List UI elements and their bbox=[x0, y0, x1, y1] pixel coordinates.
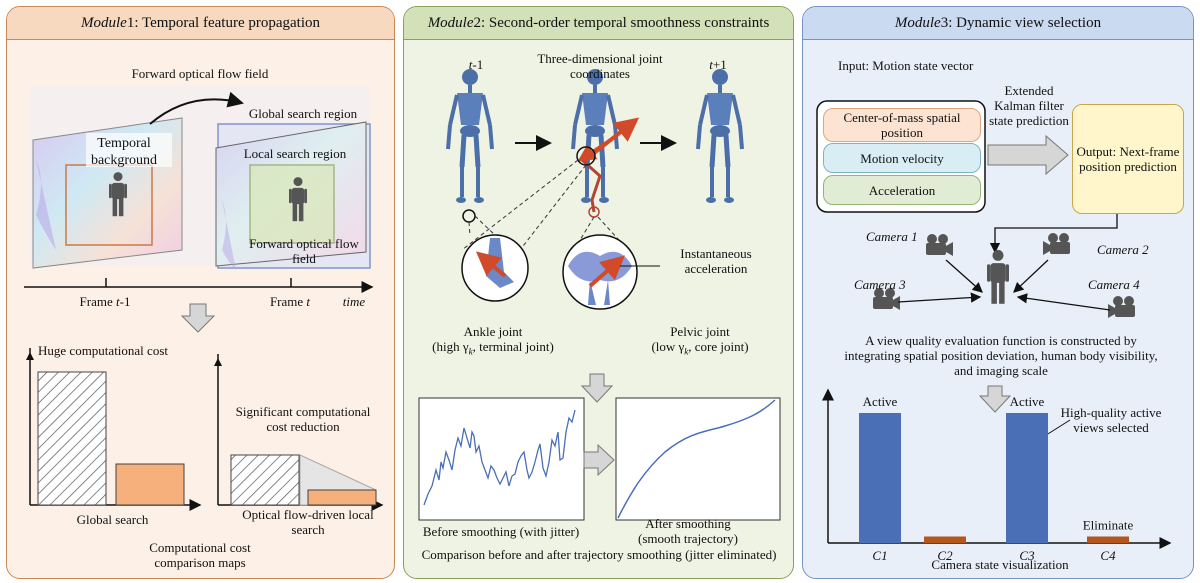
time-label: time bbox=[342, 294, 366, 309]
tick-label-c4: C4 bbox=[1100, 548, 1116, 563]
right-arrow-m2 bbox=[583, 443, 615, 477]
target-person-icon bbox=[987, 249, 1009, 304]
global-search-label: Global search bbox=[76, 512, 149, 527]
module2-header: Module 2 : Second-order temporal smoothn… bbox=[404, 7, 793, 40]
high-quality-label: High-quality active views selected bbox=[1060, 405, 1162, 435]
forward-flow-arrow bbox=[149, 91, 244, 125]
local-search-region-label: Local search region bbox=[243, 146, 347, 161]
optical-local-search-label: Optical flow-driven local search bbox=[242, 507, 374, 537]
t-minus-1-label: t-1 bbox=[468, 57, 484, 72]
global-secondary-bar bbox=[115, 463, 185, 506]
camera4-icon bbox=[1108, 296, 1135, 318]
output-prediction-box: Output: Next-frame position prediction bbox=[1072, 104, 1184, 214]
local-cost-bar bbox=[230, 454, 300, 506]
bar-c2 bbox=[924, 536, 966, 543]
ekf-arrow bbox=[987, 134, 1069, 176]
down-arrow-m3 bbox=[978, 385, 1012, 413]
module1-title-number: 1 bbox=[126, 14, 135, 31]
down-arrow-m2 bbox=[580, 373, 614, 403]
frame-prev-label: Frame t-1 bbox=[79, 294, 131, 309]
ekf-label: Extended Kalman filter state prediction bbox=[989, 83, 1069, 128]
com-position-box: Center-of-mass spatial position bbox=[823, 108, 981, 142]
evaluation-label: A view quality evaluation function is co… bbox=[844, 333, 1158, 378]
bar-c4 bbox=[1087, 536, 1129, 543]
module1-title-italic: Module bbox=[80, 14, 127, 31]
skeleton-current bbox=[573, 69, 617, 203]
bar-annotation-c4: Eliminate bbox=[1083, 518, 1134, 533]
module2-title-italic: Module bbox=[427, 14, 474, 31]
tick-label-c2: C2 bbox=[937, 548, 953, 563]
module3-title: : Dynamic view selection bbox=[948, 14, 1102, 31]
jitter-curve bbox=[423, 409, 576, 506]
camera1-icon bbox=[926, 234, 953, 256]
after-smoothing-label: After smoothing (smooth trajectory) bbox=[638, 516, 738, 546]
bar-annotation-c3: Active bbox=[1010, 394, 1045, 409]
local-search-region-box bbox=[249, 164, 335, 244]
tick-label-c1: C1 bbox=[872, 548, 887, 563]
module3-title-number: 3 bbox=[940, 14, 949, 31]
motion-velocity-box: Motion velocity bbox=[823, 143, 981, 173]
camera3-label: Camera 3 bbox=[854, 277, 906, 292]
global-cost-bar bbox=[37, 371, 107, 506]
comparison-label: Comparison before and after trajectory s… bbox=[421, 547, 777, 562]
bar-annotation-c1: Active bbox=[863, 394, 898, 409]
tick-label-c3: C3 bbox=[1019, 548, 1035, 563]
before-smoothing-label: Before smoothing (with jitter) bbox=[422, 524, 580, 539]
skeleton-prev bbox=[448, 69, 492, 203]
comparison-maps-label: Computational cost comparison maps bbox=[149, 540, 251, 570]
output-to-person-arrow bbox=[989, 214, 1118, 254]
module3-title-italic: Module bbox=[894, 14, 941, 31]
forward-flow-label-top: Forward optical flow field bbox=[131, 66, 269, 81]
module1-title: : Temporal feature propagation bbox=[134, 14, 320, 31]
after-smoothing-plot bbox=[615, 397, 781, 521]
module2-title-number: 2 bbox=[473, 14, 482, 31]
acceleration-box: Acceleration bbox=[823, 175, 981, 205]
module1-graphics bbox=[24, 86, 384, 511]
smooth-curve bbox=[617, 399, 776, 519]
t-plus-1-label: t+1 bbox=[709, 57, 727, 72]
camera2-icon bbox=[1043, 233, 1070, 255]
camera4-label: Camera 4 bbox=[1088, 277, 1140, 292]
bar-c1 bbox=[859, 413, 901, 543]
module1-header: Module 1 : Temporal feature propagation bbox=[7, 7, 394, 40]
input-vector-label: Input: Motion state vector bbox=[838, 58, 974, 73]
huge-cost-label: Huge computational cost bbox=[38, 343, 168, 358]
pelvic-joint-label: Pelvic joint (low γk, core joint) bbox=[651, 324, 749, 357]
three-dim-label: Three-dimensional joint coordinates bbox=[537, 51, 663, 81]
significant-reduction-label: Significant computational cost reduction bbox=[235, 404, 371, 434]
camera2-label: Camera 2 bbox=[1097, 242, 1149, 257]
ankle-joint-label: Ankle joint (high γk, terminal joint) bbox=[432, 324, 554, 357]
camera-state-label: Camera state visualization bbox=[931, 557, 1069, 572]
down-arrow-m1 bbox=[180, 303, 216, 333]
skeleton-next bbox=[698, 69, 742, 203]
before-smoothing-plot bbox=[418, 397, 585, 521]
module2-title: : Second-order temporal smoothness const… bbox=[481, 14, 770, 31]
local-secondary-bar bbox=[307, 489, 377, 506]
camera1-label: Camera 1 bbox=[866, 229, 918, 244]
instantaneous-acceleration-label: Instantaneous acceleration bbox=[680, 246, 752, 276]
module3-header: Module 3 : Dynamic view selection bbox=[803, 7, 1193, 40]
forward-flow-label-bottom: Forward optical flow field bbox=[249, 236, 359, 266]
temporal-background-label: Temporal background bbox=[90, 136, 158, 168]
bar-c3 bbox=[1006, 413, 1048, 543]
global-search-region-label: Global search region bbox=[248, 106, 358, 121]
frame-current-label: Frame t bbox=[269, 294, 311, 309]
module2-graphics bbox=[418, 69, 781, 521]
trajectory-path bbox=[581, 158, 602, 213]
